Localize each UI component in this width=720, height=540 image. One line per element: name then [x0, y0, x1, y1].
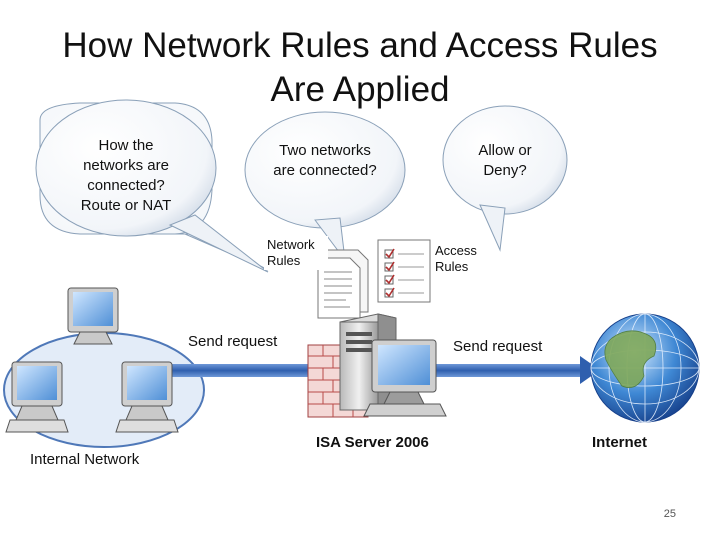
- isa-server-label: ISA Server 2006: [316, 434, 429, 451]
- send-request-left-label: Send request: [188, 333, 278, 350]
- bubble-route-or-nat: [35, 99, 269, 273]
- title-line-1: How Network Rules and Access Rules: [62, 26, 658, 65]
- globe-icon: [590, 313, 700, 423]
- access-rules-label: Access Rules: [432, 242, 486, 276]
- internal-network-label: Internal Network: [30, 451, 140, 468]
- page-number: 25: [663, 508, 676, 520]
- bubble-two-networks-text: Two networks are connected?: [273, 142, 377, 179]
- arrow-isa-to-internet: [432, 356, 600, 384]
- computer-icon: [115, 361, 179, 433]
- document-icon: [317, 249, 369, 319]
- computer-icon: [67, 287, 119, 345]
- network-rules-label: Network Rules: [264, 236, 328, 270]
- send-request-right-label: Send request: [453, 338, 543, 355]
- bubble-allow-deny-text: Allow or Deny?: [478, 142, 532, 179]
- checklist-icon: [377, 239, 431, 303]
- title-line-2: Are Applied: [270, 70, 450, 109]
- page-title: How Network Rules and Access Rules Are A…: [0, 24, 720, 112]
- computer-icon: [363, 339, 447, 417]
- bubble-allow-deny: [442, 105, 568, 252]
- computer-icon: [5, 361, 69, 433]
- bubble-route-or-nat-text: How the networks are connected? Route or…: [80, 137, 172, 214]
- internet-label: Internet: [592, 434, 648, 451]
